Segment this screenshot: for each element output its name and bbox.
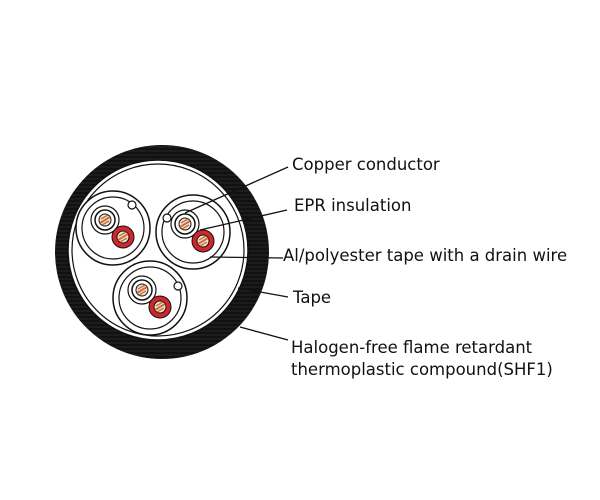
leader-sheath [239,326,289,341]
label-sheath-line2: thermoplastic compound(SHF1) [291,360,553,379]
pair-upper-right [156,195,230,269]
leader-copper [184,166,289,214]
label-copper-conductor: Copper conductor [292,155,440,174]
label-sheath-line1: Halogen-free flame retardant [291,338,533,357]
leader-lines [184,166,289,341]
label-al-polyester-tape: Al/polyester tape with a drain wire [283,246,568,265]
pair-upper-left [76,191,150,265]
label-tape: Tape [293,288,332,307]
leader-al-tape [209,256,284,259]
label-epr-insulation: EPR insulation [294,196,412,215]
leader-epr [199,209,288,231]
pair-bottom [113,261,187,335]
leader-tape [237,287,289,298]
